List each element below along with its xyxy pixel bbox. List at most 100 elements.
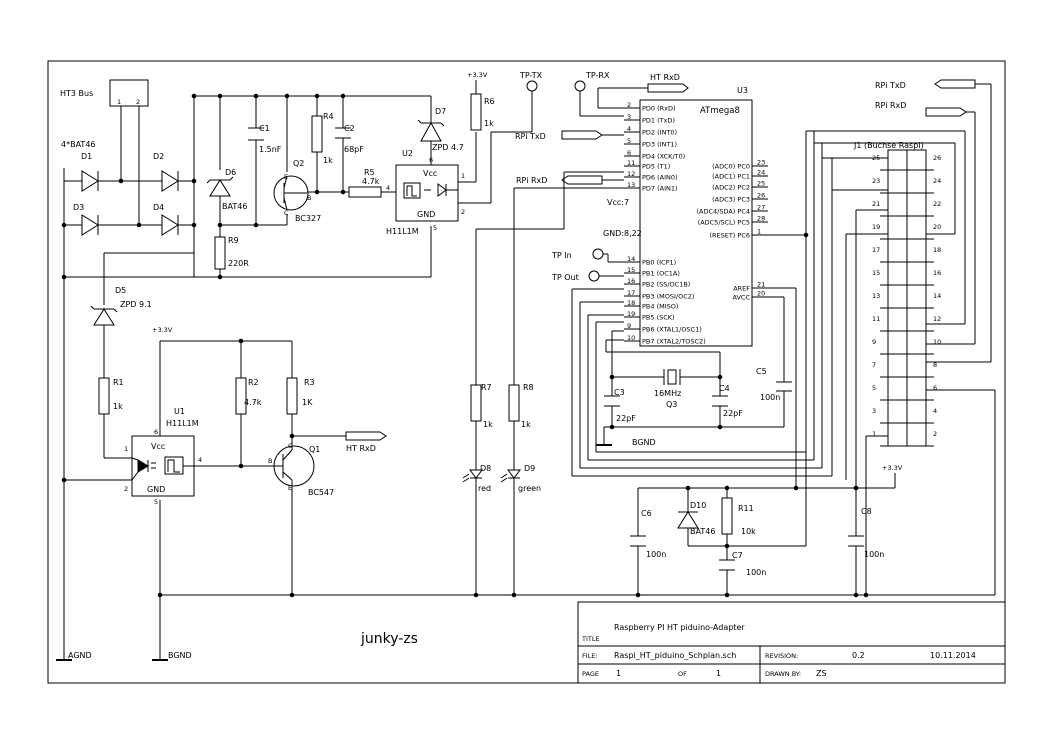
signature: junky-zs xyxy=(360,631,418,647)
d1-ref: D1 xyxy=(81,152,92,161)
c3-value: 22pF xyxy=(616,414,636,423)
c8-ref: C8 xyxy=(861,507,872,516)
title-label: TITLE xyxy=(581,635,600,643)
mcu-pin-number: 27 xyxy=(757,204,765,212)
capacitor-c4: C4 22pF xyxy=(712,384,743,418)
capacitor-c2: C2 68pF xyxy=(335,124,364,154)
diode-d4: D4 xyxy=(153,203,186,236)
u1-ref: U1 xyxy=(174,407,185,416)
r5-ref: R5 xyxy=(364,168,375,177)
net-ht-rxd-bottom: HT RxD xyxy=(345,431,387,453)
r4-value: 1k xyxy=(323,156,333,165)
transistor-q1: Q1 BC547 B C E xyxy=(268,442,334,497)
diode-d3: D3 xyxy=(73,203,104,236)
mcu-pin-number: 14 xyxy=(627,255,635,263)
j1-pin-number: 18 xyxy=(933,246,941,254)
mcu-pin-number: 28 xyxy=(757,215,765,223)
c5-ref: C5 xyxy=(756,367,767,376)
led-d8: D8 red xyxy=(462,464,491,493)
mcu-pin-name: AREF xyxy=(733,285,750,293)
capacitor-c6: C6 100n xyxy=(630,509,666,559)
ground-agnd: AGND xyxy=(56,651,92,661)
d10-value: BAT46 xyxy=(690,527,715,536)
q1-emitter-label: E xyxy=(288,484,292,492)
optocoupler-u2: U2 H11L1M Vcc GND 6 5 1 2 4 xyxy=(386,149,465,236)
c3-ref: C3 xyxy=(614,388,625,397)
mcu-pin-number: 24 xyxy=(757,169,765,177)
d9-ref: D9 xyxy=(524,464,535,473)
mcu-pin-name: PB4 (MISO) xyxy=(642,303,678,311)
resistor-r5: R5 4.7k xyxy=(348,168,382,198)
c8-value: 100n xyxy=(864,550,884,559)
c7-ref: C7 xyxy=(732,551,743,560)
testpoint-tp-tx: TP-TX xyxy=(519,71,543,132)
resistor-r7: R7 1k xyxy=(470,383,493,429)
mcu-pin-name: PB3 (MOSI/OC2) xyxy=(642,293,694,301)
rpi-rxd-right-label: RPi RxD xyxy=(875,101,906,110)
c1-ref: C1 xyxy=(259,124,270,133)
diode-d2: D2 xyxy=(153,152,186,192)
j1-pin-number: 9 xyxy=(872,338,876,346)
mcu-pin-number: 20 xyxy=(757,290,765,298)
u1-value: H11L1M xyxy=(166,419,199,428)
c6-ref: C6 xyxy=(641,509,652,518)
resistor-r1: R1 1k xyxy=(98,377,124,415)
u1-gnd-label: GND xyxy=(147,485,165,494)
r8-ref: R8 xyxy=(523,383,534,392)
r4-ref: R4 xyxy=(323,112,334,121)
resistor-r6: R6 1k xyxy=(470,93,495,131)
bus-pin-2: 2 xyxy=(136,98,140,106)
mcu-pin-name: PD3 (INT1) xyxy=(642,141,677,149)
drawn-by-value: ZS xyxy=(816,669,827,678)
mcu-pin-name: PD1 (TxD) xyxy=(642,117,675,125)
revision-value: 0.2 xyxy=(852,651,865,660)
mcu-pin-name: PD4 (XCK/T0) xyxy=(642,153,685,161)
c4-value: 22pF xyxy=(723,409,743,418)
c5-value: 100n xyxy=(760,393,780,402)
capacitor-c8: C8 100n xyxy=(848,507,884,559)
tp-rx-label: TP-RX xyxy=(585,71,610,80)
resistor-r9: R9 220R xyxy=(214,236,249,270)
mcu-pin-number: 25 xyxy=(757,180,765,188)
r2-ref: R2 xyxy=(248,378,259,387)
q1-base-label: B xyxy=(268,457,272,465)
title-block: TITLE Raspberry PI HT piduino-Adapter FI… xyxy=(577,601,1006,684)
j1-pin-number: 24 xyxy=(933,177,941,185)
mcu-name: ATmega8 xyxy=(700,106,740,116)
r5-value: 4.7k xyxy=(362,177,380,186)
bgnd-label: BGND xyxy=(168,651,192,660)
resistor-r11: R11 10k xyxy=(721,497,756,536)
q1-value: BC547 xyxy=(308,488,334,497)
receive-wiring xyxy=(219,96,396,277)
j1-pin-number: 19 xyxy=(872,223,880,231)
supply-junctions xyxy=(473,232,869,598)
net-rpi-txd-right: RPi TxD xyxy=(875,79,992,363)
q1-ref: Q1 xyxy=(309,445,320,454)
file-label: FILE: xyxy=(582,652,598,660)
bridge-junctions xyxy=(61,93,197,280)
mcu-pin-name: (RESET) PC6 xyxy=(709,232,750,240)
testpoint-tp-in: TP In xyxy=(551,248,624,263)
r6-ref: R6 xyxy=(484,97,495,106)
j1-pin-number: 3 xyxy=(872,407,876,415)
sheet-border xyxy=(47,60,1006,684)
testpoint-tp-rx: TP-RX xyxy=(574,71,624,117)
u2-gnd-label: GND xyxy=(417,210,435,219)
mcu-pin-name: PD2 (INT0) xyxy=(642,129,677,137)
drawn-by-label: DRAWN BY: xyxy=(765,670,801,678)
of-label: OF xyxy=(678,670,687,678)
d7-value: ZPD 4.7 xyxy=(432,143,464,152)
file-name: Raspi_HT_piduino_Schplan.sch xyxy=(614,651,736,660)
r11-ref: R11 xyxy=(738,504,754,513)
u2-pin6: 6 xyxy=(429,156,433,164)
u1-pin6: 6 xyxy=(154,428,158,436)
mcu-pin-number: 12 xyxy=(627,170,635,178)
capacitor-c3: C3 22pF xyxy=(604,388,636,423)
u1-pin4: 4 xyxy=(198,456,202,464)
optocoupler-u1: U1 H11L1M Vcc GND 6 5 1 2 4 xyxy=(124,407,202,506)
crystal-value: 16MHz xyxy=(654,389,681,398)
